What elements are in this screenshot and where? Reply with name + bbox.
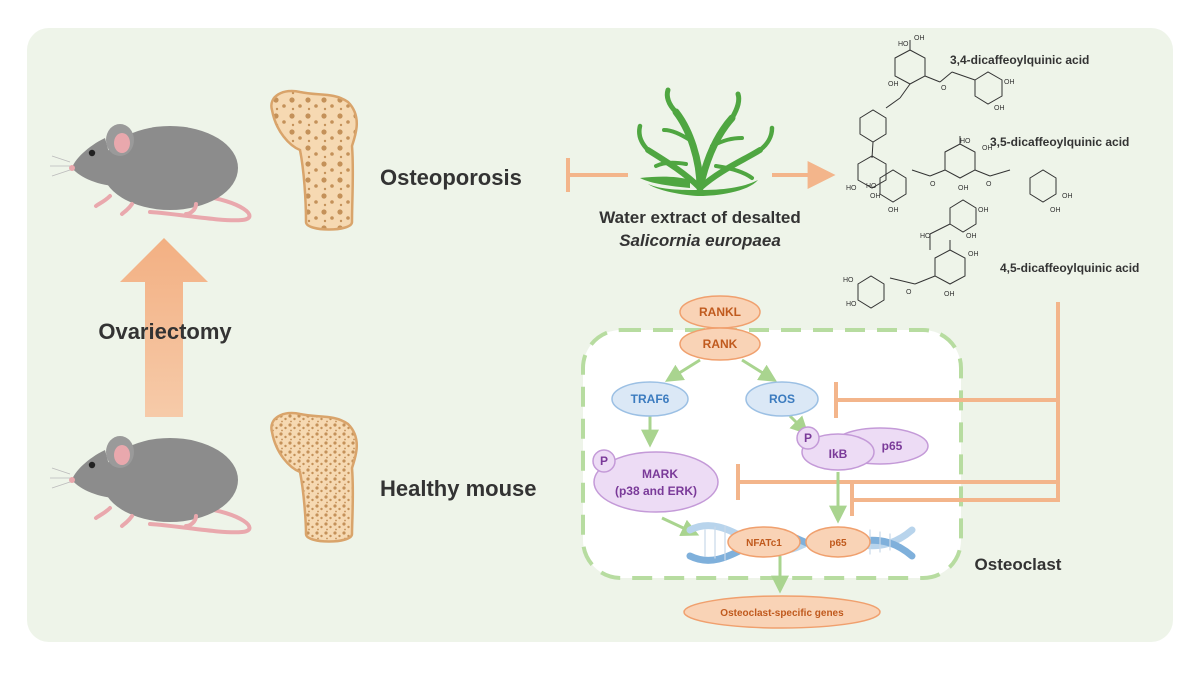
atom-label: OH <box>966 233 977 240</box>
atom-label: OH <box>1062 193 1073 200</box>
ros-node <box>745 381 819 417</box>
ikb-phospho-label: P <box>804 431 812 445</box>
traf6-label: TRAF6 <box>631 392 670 406</box>
mark-phospho-label: P <box>600 454 608 468</box>
atom-label: OH <box>870 193 881 200</box>
atom-label: OH <box>958 185 969 192</box>
atom-label: HO <box>960 138 971 145</box>
compound-structure-3-5 <box>879 136 1057 203</box>
ovariectomy-arrow <box>120 238 208 417</box>
extract-label-line2: Salicornia europaea <box>619 231 781 250</box>
healthy-mouse-label: Healthy mouse <box>380 476 537 501</box>
compound-inhibition-lines <box>736 302 1060 516</box>
atom-label: OH <box>1050 207 1061 214</box>
compound-name-3-4: 3,4-dicaffeoylquinic acid <box>950 53 1089 67</box>
p65-dna-node <box>805 526 871 558</box>
compound-name-4-5: 4,5-dicaffeoylquinic acid <box>1000 261 1139 275</box>
compound-structure-4-5 <box>857 199 977 309</box>
atom-label: OH <box>978 207 989 214</box>
genes-label: Osteoclast-specific genes <box>720 608 844 619</box>
atom-label: OH <box>994 105 1005 112</box>
compound-structure-3-4 <box>857 40 1003 189</box>
rank-label: RANK <box>703 337 738 351</box>
atom-label: OH <box>982 145 993 152</box>
plant-icon <box>637 87 775 196</box>
atom-label: HO <box>846 301 857 308</box>
osteoclast-label: Osteoclast <box>975 555 1062 574</box>
bone-icon-healthy <box>270 411 358 543</box>
pathway-arrows <box>641 358 847 594</box>
nfatc1-label: NFATc1 <box>746 538 782 549</box>
nfatc1-node <box>727 526 801 558</box>
rank-node <box>679 327 761 361</box>
atom-label: OH <box>914 35 925 42</box>
ikb-p65-complex <box>796 426 929 471</box>
atom-label: OH <box>944 291 955 298</box>
p65-label: p65 <box>882 439 903 453</box>
atom-label: O <box>941 85 947 92</box>
atom-label: O <box>930 181 936 188</box>
compound-name-3-5: 3,5-dicaffeoylquinic acid <box>990 135 1129 149</box>
atom-label: HO <box>846 185 857 192</box>
rankl-label: RANKL <box>699 305 741 319</box>
atom-label: HO <box>920 233 931 240</box>
atom-label: OH <box>1004 79 1015 86</box>
ros-label: ROS <box>769 392 795 406</box>
inhibit-osteoporosis-connector <box>566 158 628 192</box>
ikb-label: IkB <box>829 447 848 461</box>
atom-label: HO <box>866 183 877 190</box>
traf6-node <box>611 381 689 417</box>
extract-label-line1: Water extract of desalted <box>599 208 801 227</box>
genes-node <box>683 595 881 629</box>
p65-dna-label: p65 <box>829 538 847 549</box>
mark-node <box>592 449 719 513</box>
bone-icon-osteoporotic <box>270 89 358 231</box>
mouse-icon-healthy <box>50 436 252 535</box>
osteoporosis-label: Osteoporosis <box>380 165 522 190</box>
atom-label: HO <box>843 277 854 284</box>
mark-label-line2: (p38 and ERK) <box>615 484 697 498</box>
atom-label: OH <box>968 251 979 258</box>
atom-label: OH <box>888 207 899 214</box>
atom-label: HO <box>898 41 909 48</box>
mouse-icon-osteoporosis <box>50 124 252 223</box>
mark-label-line1: MARK <box>642 467 678 481</box>
ovariectomy-label: Ovariectomy <box>98 319 232 344</box>
atom-label: O <box>906 289 912 296</box>
atom-label: O <box>986 181 992 188</box>
atom-label: OH <box>888 81 899 88</box>
